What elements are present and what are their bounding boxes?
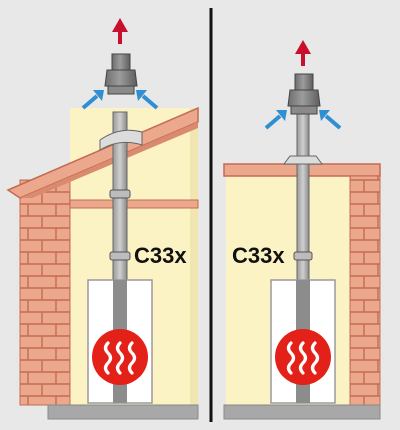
diagonal-arrow-icon: [319, 110, 342, 130]
left-ceiling-beam: [69, 199, 199, 209]
left-pipe-joint: [109, 251, 131, 261]
right-brick-wall: [349, 175, 381, 406]
diagonal-arrow-icon: [264, 110, 287, 130]
left-config-label: C33x: [134, 243, 187, 268]
right-terminal-base: [290, 105, 318, 115]
left-room-wall-edge: [190, 108, 198, 405]
left-roof-underside: [20, 122, 198, 198]
right-terminal-cap: [287, 89, 321, 107]
left-terminal-cap: [104, 69, 138, 87]
left-terminal-base: [107, 85, 135, 95]
right-heating-badge: [275, 329, 331, 385]
up-arrow-icon: [112, 18, 128, 44]
left-pipe-joint: [109, 189, 131, 199]
heat-waves-icon: [103, 341, 137, 375]
up-arrow-icon: [295, 40, 311, 66]
left-floor: [47, 404, 199, 420]
right-pipe-joint: [293, 251, 313, 261]
left-heating-badge: [92, 329, 148, 385]
diagonal-arrow-icon: [136, 90, 159, 110]
left-terminal-neck: [111, 53, 131, 71]
left-installation: [6, 18, 199, 420]
right-floor: [223, 404, 381, 420]
diagonal-arrow-icon: [81, 90, 104, 110]
right-terminal-neck: [294, 73, 314, 91]
left-brick-wall: [19, 179, 71, 406]
right-installation: [223, 40, 381, 420]
left-roof-collar: [99, 129, 143, 151]
right-roof-flashing: [283, 155, 323, 165]
right-config-label: C33x: [232, 243, 285, 268]
right-flue-pipe: [296, 111, 310, 296]
heat-waves-icon: [286, 341, 320, 375]
